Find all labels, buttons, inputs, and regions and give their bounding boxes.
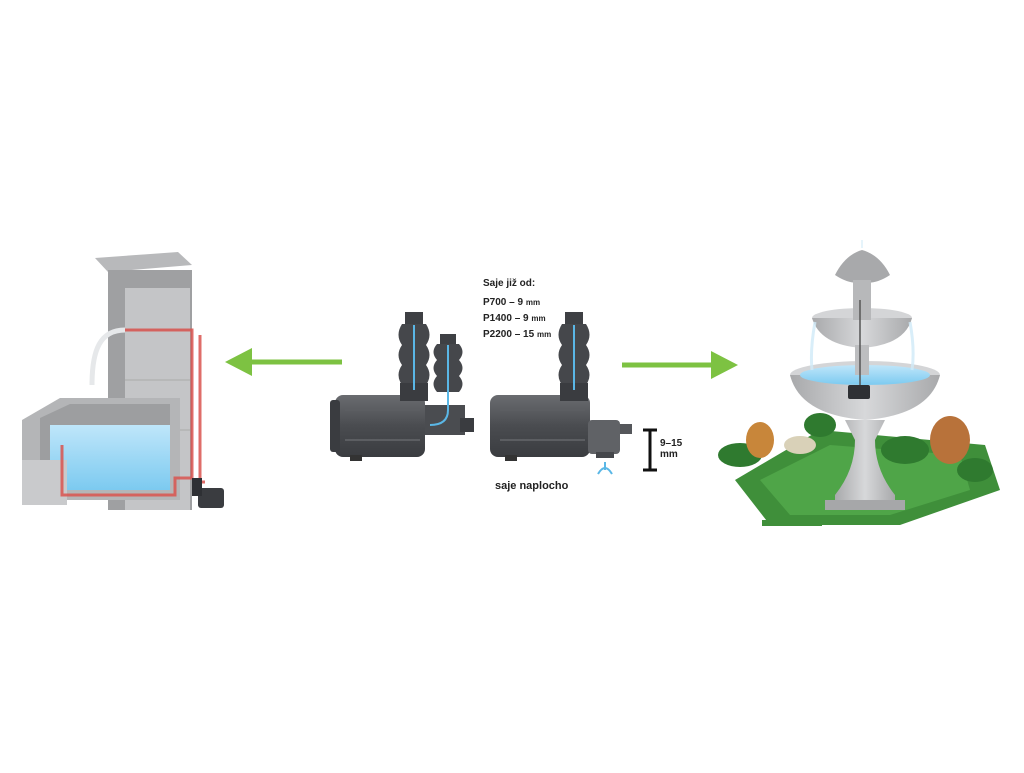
pump-flat-suction — [490, 312, 632, 475]
green-arrow-right-icon — [622, 351, 738, 379]
spec-row-model: P1400 – 9 — [483, 313, 529, 324]
spec-title: Saje již od: — [483, 278, 536, 289]
gap-range: 9–15 — [660, 438, 683, 449]
spec-row: P1400 – 9 mm — [483, 313, 546, 324]
spec-row: P700 – 9 mm — [483, 297, 540, 308]
gap-dimension-bracket — [643, 428, 657, 472]
spec-row-unit: mm — [525, 298, 541, 307]
spec-row-model: P2200 – 15 — [483, 329, 535, 340]
spec-row-model: P700 – 9 — [483, 297, 524, 308]
pump-standard — [330, 312, 474, 461]
gap-unit: mm — [660, 449, 678, 460]
garden-fountain — [718, 240, 1000, 526]
green-arrow-left-icon — [225, 348, 342, 376]
flat-suction-caption: saje naplocho — [495, 480, 569, 492]
spec-row: P2200 – 15 mm — [483, 329, 551, 340]
stone-water-feature — [22, 252, 224, 510]
spec-row-unit: mm — [536, 330, 552, 339]
gap-label: 9–15 mm — [660, 438, 690, 460]
spec-row-unit: mm — [531, 314, 546, 323]
